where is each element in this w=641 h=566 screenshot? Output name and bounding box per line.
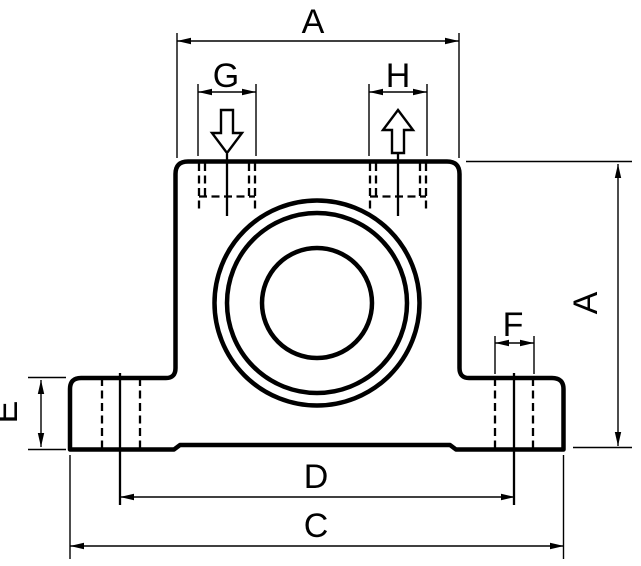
dim-right-height: A (466, 160, 632, 449)
air-outlet-up-arrow-icon (380, 108, 416, 155)
bore-middle-circle (224, 210, 410, 396)
dim-label-flange-thickness: E (0, 401, 25, 424)
dim-label-outlet-port: H (386, 57, 411, 95)
bore-outer-circle (212, 198, 422, 408)
dim-label-right-height: A (567, 291, 605, 314)
housing-outline (67, 159, 566, 452)
part-outline-group (67, 159, 566, 452)
dim-flange-hole: F (494, 306, 535, 374)
dim-top-width: A (176, 3, 460, 158)
dim-overall-width: C (69, 455, 565, 559)
bore-inner-circle (259, 245, 375, 361)
dim-label-inlet-port: G (213, 57, 239, 95)
dim-label-top-width: A (302, 3, 325, 41)
centerlines-group (118, 154, 516, 505)
dim-hole-spacing: D (120, 458, 515, 501)
dim-label-flange-hole: F (503, 306, 524, 344)
dim-inlet-port: G (197, 57, 257, 156)
flow-arrows-group (209, 108, 416, 155)
dim-label-hole-spacing: D (304, 458, 329, 496)
air-inlet-down-arrow-icon (209, 108, 245, 155)
dim-flange-thickness: E (0, 376, 66, 451)
dim-outlet-port: H (368, 57, 428, 156)
dim-label-overall-width: C (304, 507, 329, 545)
